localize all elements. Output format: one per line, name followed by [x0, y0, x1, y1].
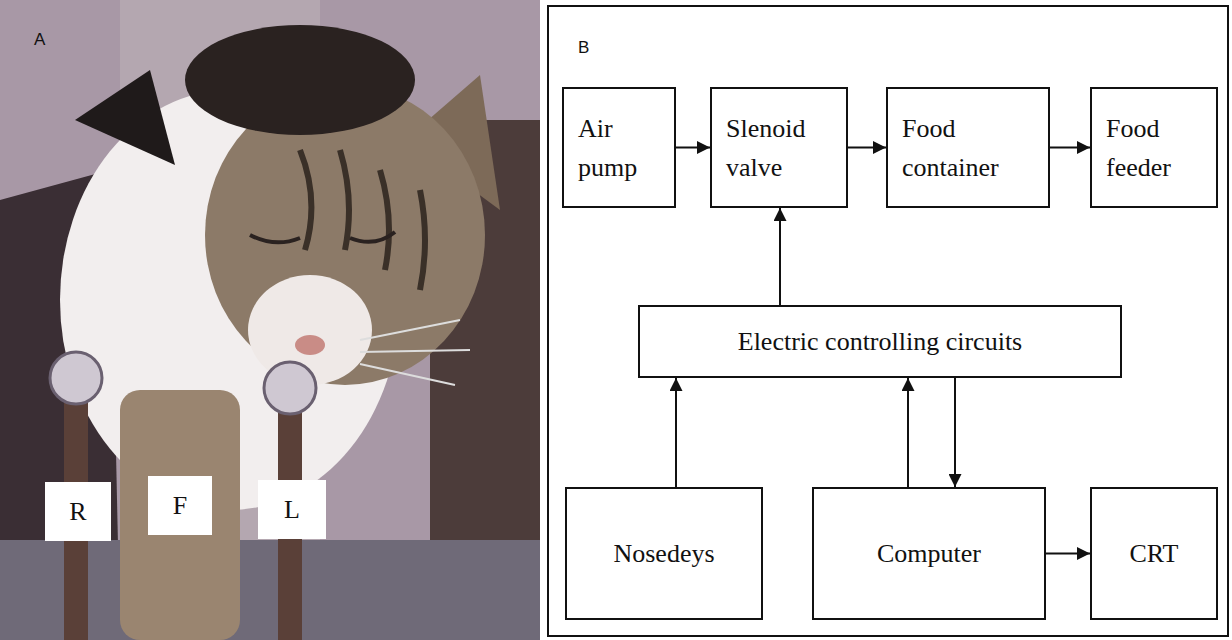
- nose-key-bulb: [50, 352, 102, 404]
- node-text: Food container: [902, 109, 1032, 187]
- flow-arrow: [1050, 147, 1090, 149]
- node-text: Food feeder: [1106, 109, 1201, 187]
- flow-arrow: [676, 147, 710, 149]
- tabby-stripes: [300, 150, 425, 290]
- cat-nose: [295, 335, 325, 355]
- closed-eyes: [250, 232, 395, 242]
- node-text: Nosedeys: [613, 534, 714, 573]
- flow-arrow: [907, 378, 909, 487]
- process-box: Computer: [812, 487, 1046, 620]
- node-text: F: [173, 486, 187, 525]
- flow-arrow: [1046, 553, 1090, 555]
- flow-arrow: [675, 378, 677, 487]
- flow-arrow: [954, 378, 956, 487]
- process-box: Slenoid valve: [710, 87, 848, 208]
- node-text: Air pump: [578, 109, 648, 187]
- process-box: Air pump: [562, 87, 676, 208]
- node-text: L: [284, 490, 300, 529]
- node-text: Computer: [877, 534, 981, 573]
- panel-label: B: [578, 38, 589, 58]
- process-box: CRT: [1090, 487, 1218, 620]
- process-box: Food container: [886, 87, 1050, 208]
- flow-arrow: [779, 208, 781, 305]
- food-feeder-tube: [120, 390, 240, 640]
- cat-dark-cap: [185, 25, 415, 135]
- flow-arrow: [848, 147, 886, 149]
- cat-muzzle: [248, 275, 372, 385]
- node-text: Slenoid valve: [726, 109, 826, 187]
- process-box: Nosedeys: [565, 487, 763, 620]
- panel-b-border: [548, 6, 1228, 636]
- whiskers: [360, 320, 470, 385]
- cat-ear: [75, 70, 175, 165]
- key-label-box: F: [148, 476, 212, 535]
- process-box: Food feeder: [1090, 87, 1218, 208]
- node-text: R: [69, 492, 86, 531]
- key-label-box: L: [258, 480, 326, 539]
- photo-background: [0, 0, 540, 640]
- photo-scene: [0, 0, 540, 640]
- node-text: Electric controlling circuits: [738, 322, 1022, 361]
- panel-label: A: [34, 30, 45, 50]
- node-text: CRT: [1129, 534, 1178, 573]
- nose-key-bulb: [264, 362, 316, 414]
- key-label-box: R: [45, 482, 111, 541]
- process-box: Electric controlling circuits: [638, 305, 1122, 378]
